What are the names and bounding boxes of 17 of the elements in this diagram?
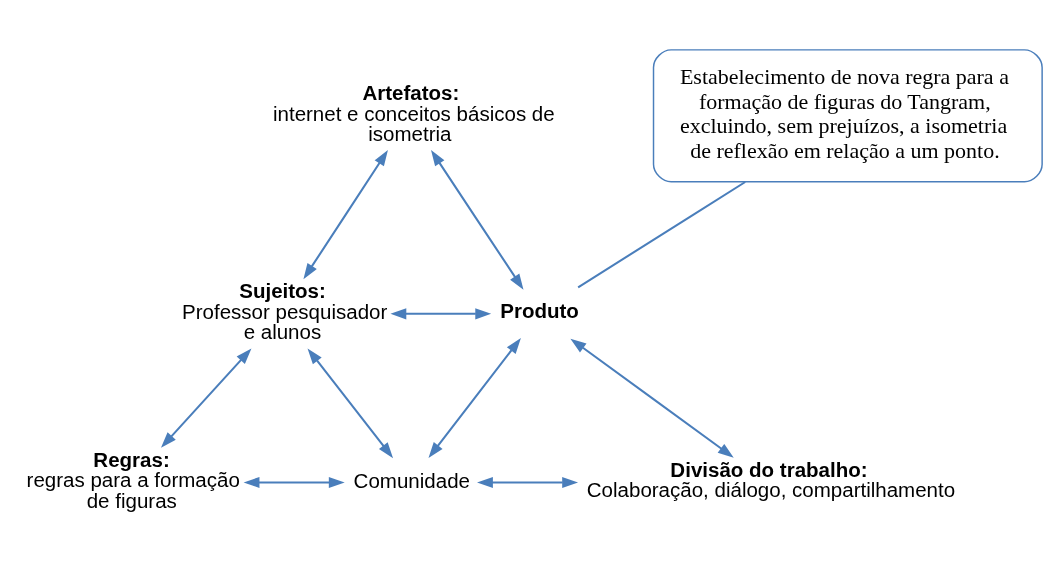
arrow bbox=[570, 338, 734, 458]
arrow bbox=[390, 308, 492, 320]
arrow bbox=[428, 338, 521, 459]
node-box: Estabelecimento de nova regra para a formação de figuras do Tangram, excluindo, sem prejuízos, a isometria de reflexão em relação a um ponto. bbox=[652, 49, 1043, 183]
node-text: Sujeitos: Professor pesquisador e alunos bbox=[182, 278, 388, 344]
node-text: Artefatos: internet e conceitos básicos de isometria bbox=[272, 81, 555, 146]
node-text: Comunidade bbox=[353, 468, 470, 492]
arrow bbox=[303, 150, 388, 280]
arrow bbox=[243, 476, 345, 489]
node-text: Regras: regras para a formação de figuras bbox=[26, 447, 240, 512]
arrow bbox=[477, 476, 579, 489]
node-text: Divisão do trabalho: Colaboração, diálogo, compartilhamento bbox=[586, 457, 956, 502]
connector bbox=[577, 181, 746, 289]
arrow bbox=[160, 348, 252, 448]
arrow bbox=[431, 150, 524, 290]
arrow bbox=[307, 348, 394, 459]
node-text: Produto bbox=[500, 298, 579, 322]
